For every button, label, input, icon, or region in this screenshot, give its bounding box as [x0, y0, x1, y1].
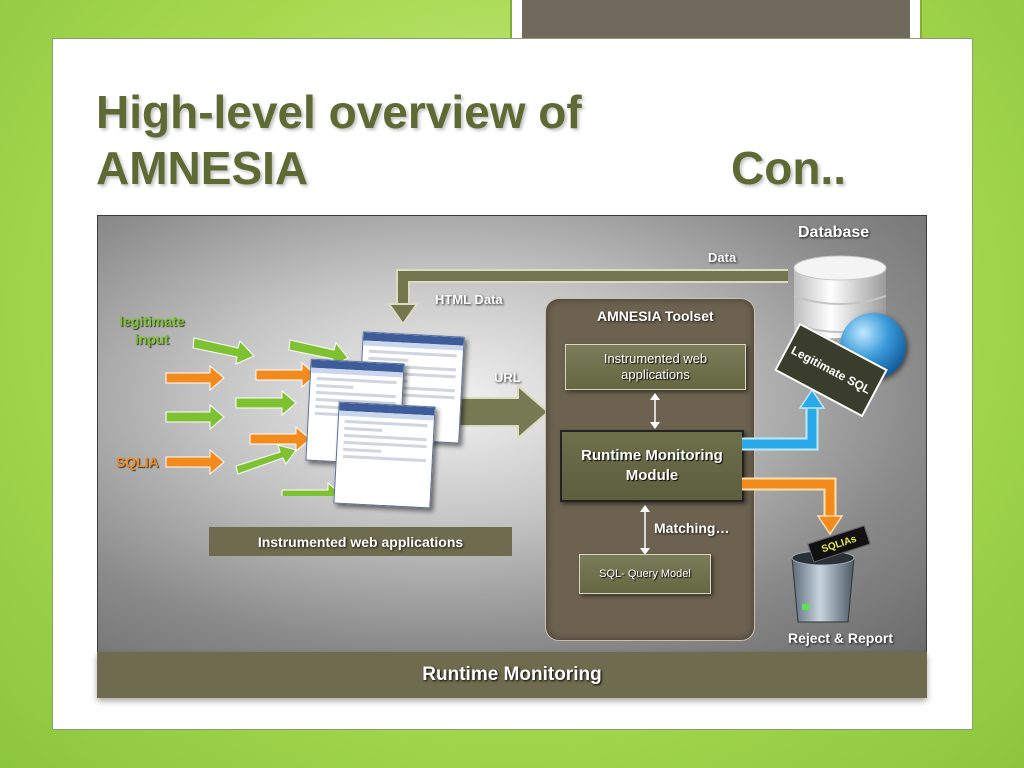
footer-bar: Runtime Monitoring	[97, 652, 927, 698]
title-amnesia: AMNESIA	[96, 142, 309, 194]
html-data-label: HTML Data	[435, 292, 503, 307]
sqlia-label: SQLIA	[116, 454, 159, 470]
title-continued: Con..	[731, 142, 846, 194]
instrumented-web-apps-box: Instrumented web applications	[565, 344, 746, 390]
legitimate-sql-arrow	[742, 388, 826, 451]
sql-query-model-box: SQL- Query Model	[579, 554, 711, 594]
amnesia-diagram: AMNESIA Toolset Instrumented web applica…	[97, 215, 927, 653]
green-arrow	[235, 444, 297, 475]
footer-label: Runtime Monitoring	[422, 664, 602, 685]
orange-arrow	[249, 425, 311, 453]
data-flow-arrow	[387, 269, 788, 326]
slide-title: High-level overview of AMNESIA Con..	[96, 84, 856, 196]
input-arrows	[165, 337, 349, 496]
double-arrow-top	[650, 393, 660, 429]
url-arrow	[457, 384, 550, 440]
instrumented-apps-caption: Instrumented web applications	[257, 533, 464, 550]
sql-query-model-text: SQL- Query Model	[599, 568, 691, 580]
green-arrow	[235, 389, 297, 417]
matching-label: Matching…	[654, 520, 730, 536]
sqlia-reject-arrow	[742, 477, 844, 536]
orange-arrow	[165, 364, 225, 392]
web-app-screenshot	[333, 401, 436, 509]
instrumented-apps-caption-box: Instrumented web applications	[209, 527, 512, 556]
legitimate-input-label: legitimate input	[119, 313, 185, 347]
instrumented-web-apps-text: Instrumented web applications	[603, 351, 708, 382]
toolset-label: AMNESIA Toolset	[597, 308, 714, 324]
green-arrow	[281, 481, 343, 496]
orange-arrow	[165, 448, 225, 476]
database-label: Database	[798, 224, 870, 241]
double-arrow-bottom	[640, 505, 650, 555]
green-arrow	[165, 403, 225, 431]
url-label: URL	[494, 370, 521, 385]
reject-report-label: Reject & Report	[788, 630, 894, 646]
title-line-2: AMNESIA Con..	[96, 140, 856, 196]
data-label: Data	[708, 250, 737, 265]
title-line-1: High-level overview of	[96, 86, 582, 138]
runtime-module-text: Runtime Monitoring Module	[581, 447, 723, 484]
runtime-monitoring-module-box: Runtime Monitoring Module	[560, 430, 744, 502]
green-arrow	[192, 337, 255, 365]
orange-arrow	[255, 361, 317, 389]
